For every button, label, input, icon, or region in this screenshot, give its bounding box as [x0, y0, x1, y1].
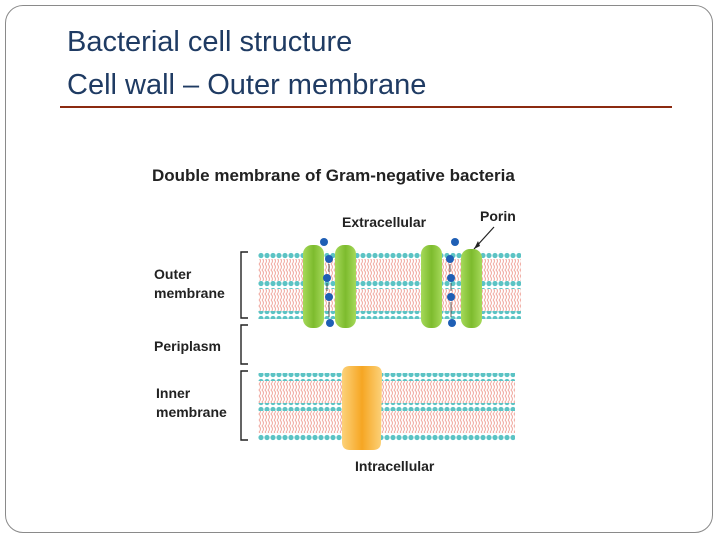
title-divider [60, 106, 672, 108]
inner-membrane-bilayer [258, 373, 515, 441]
label-inner-membrane-line2: membrane [156, 404, 227, 420]
slide-title: Bacterial cell structure [67, 26, 353, 58]
label-extracellular: Extracellular [342, 214, 427, 230]
molecules-right-channel [446, 238, 459, 327]
porin-pointer-arrowhead [474, 241, 480, 249]
molecules-left-channel [320, 238, 334, 327]
label-periplasm: Periplasm [154, 338, 221, 354]
label-inner-membrane-line1: Inner [156, 385, 191, 401]
slide-subtitle: Cell wall – Outer membrane [67, 69, 427, 101]
porin-right [421, 245, 482, 328]
inner-membrane-protein [342, 366, 382, 450]
label-outer-membrane-line1: Outer [154, 266, 192, 282]
inner-membrane-bracket [240, 370, 248, 441]
diagram-heading: Double membrane of Gram-negative bacteri… [152, 166, 515, 185]
outer-membrane-bracket [240, 251, 248, 319]
porin-left [303, 245, 356, 328]
label-porin: Porin [480, 208, 516, 224]
periplasm-bracket [240, 324, 248, 365]
label-intracellular: Intracellular [355, 458, 435, 474]
label-outer-membrane-line2: membrane [154, 285, 225, 301]
